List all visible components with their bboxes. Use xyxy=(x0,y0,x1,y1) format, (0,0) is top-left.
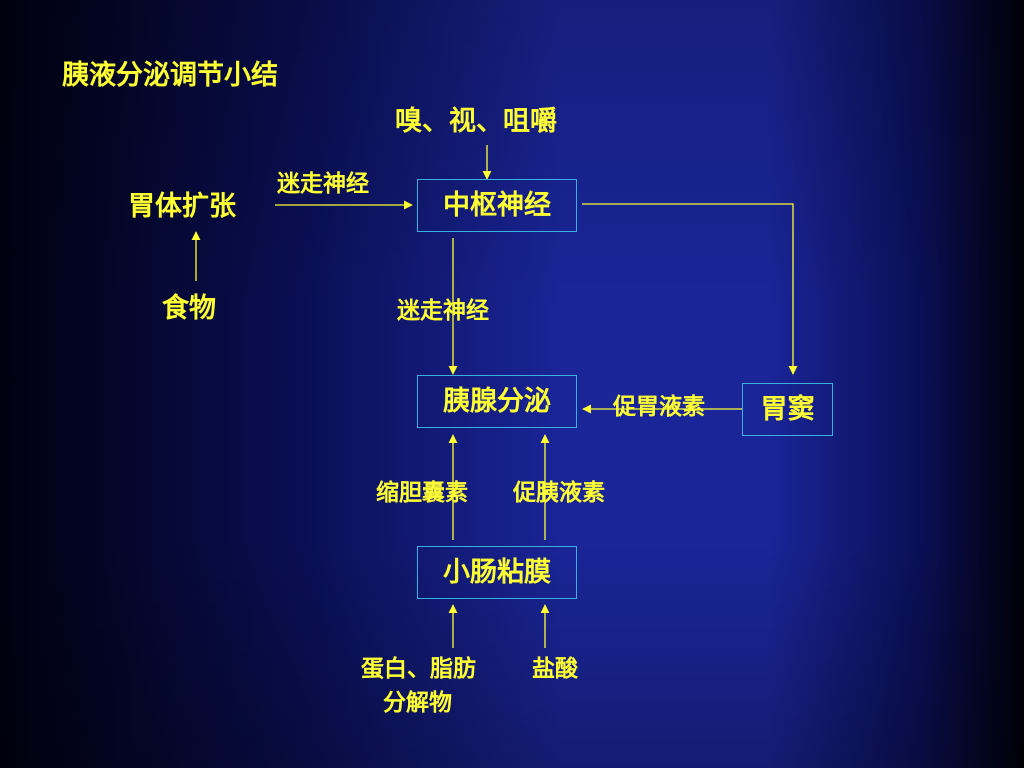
node-smell-sight-chewing: 嗅、视、咀嚼 xyxy=(395,106,557,137)
node-small-intestine-mucosa: 小肠粘膜 xyxy=(417,546,577,599)
label-vagus-mid: 迷走神经 xyxy=(397,298,489,324)
node-pancreas-secretion: 胰腺分泌 xyxy=(417,375,577,428)
arrow-cns-to-antrum xyxy=(582,203,798,375)
node-breakdown-products: 分解物 xyxy=(383,690,452,716)
label-vagus-top: 迷走神经 xyxy=(277,171,369,197)
label-secretin: 促胰液素 xyxy=(513,480,605,506)
label-gastrin: 促胃液素 xyxy=(613,394,705,420)
node-stomach-distension: 胃体扩张 xyxy=(128,191,236,222)
node-protein-fat: 蛋白、脂肪 xyxy=(361,656,476,682)
label-cholecystokinin: 缩胆囊素 xyxy=(376,480,468,506)
node-hydrochloric-acid: 盐酸 xyxy=(532,656,578,682)
node-gastric-antrum: 胃窦 xyxy=(742,383,833,436)
node-central-nervous: 中枢神经 xyxy=(417,179,577,232)
slide-title: 胰液分泌调节小结 xyxy=(62,60,278,91)
node-food: 食物 xyxy=(162,293,216,324)
